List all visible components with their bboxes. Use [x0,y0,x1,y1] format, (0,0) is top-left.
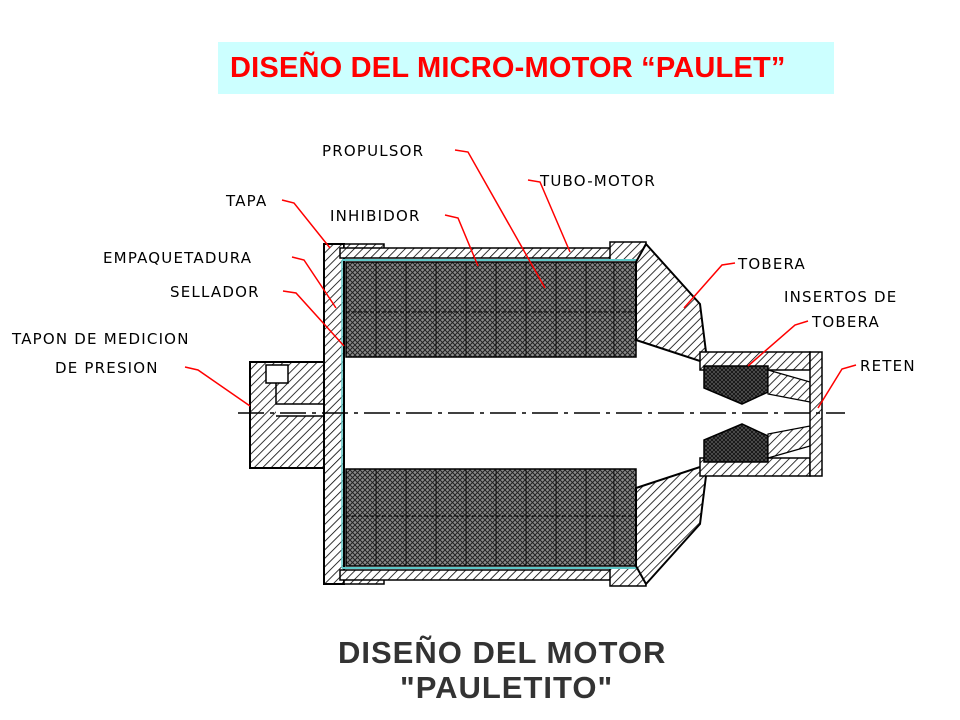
label-insertos-line1: INSERTOS DE [784,288,897,306]
propellant-grain-lower [345,468,637,567]
nozzle [635,242,811,586]
label-tobera: TOBERA [737,255,806,273]
label-reten: RETEN [860,357,916,375]
caption-line2: "PAULETITO" [400,670,613,705]
label-tapon-line1: TAPON DE MEDICION [11,330,190,348]
label-sellador: SELLADOR [170,283,260,301]
label-inhibidor: INHIBIDOR [330,207,421,225]
inhibitor [341,259,640,569]
label-tapa: TAPA [225,192,267,210]
label-tubo-motor: TUBO-MOTOR [539,172,656,190]
leader-lines [184,149,857,409]
caption-line1: DISEÑO DEL MOTOR [338,635,666,670]
retainer [809,351,823,477]
nozzle-inserts [703,365,811,463]
label-empaquetadura: EMPAQUETADURA [103,249,252,267]
propellant-grain-upper [345,261,637,358]
label-propulsor: PROPULSOR [322,142,424,160]
label-insertos-line2: TOBERA [811,313,880,331]
slide-title: DISEÑO DEL MICRO-MOTOR “PAULET” [218,42,834,94]
label-tapon-line2: DE PRESION [55,359,159,377]
